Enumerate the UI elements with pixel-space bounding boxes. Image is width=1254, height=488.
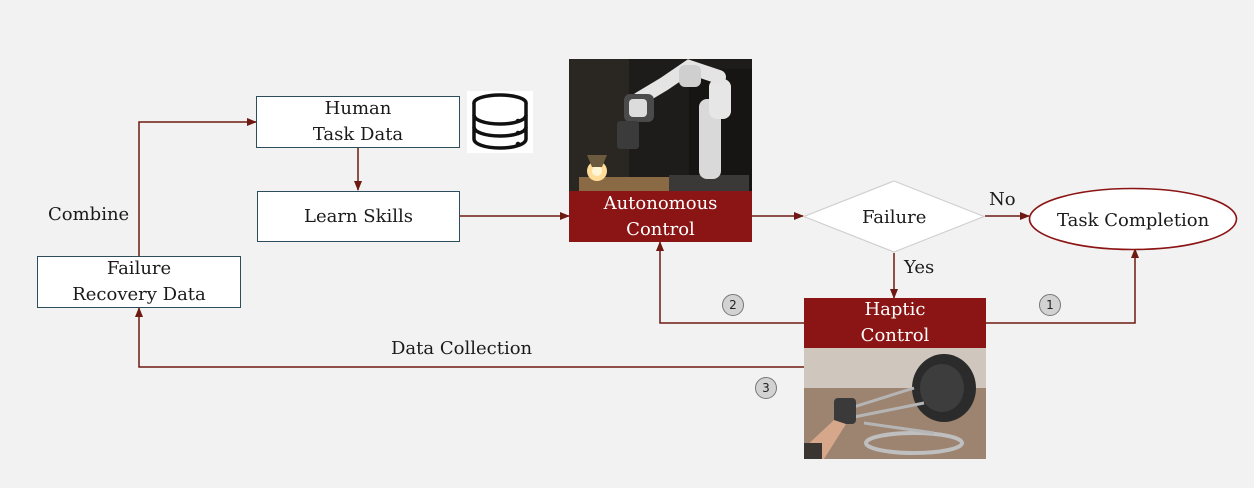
database-icon xyxy=(467,91,533,153)
haptic-control-box: Haptic Control xyxy=(804,298,986,348)
combine-label: Combine xyxy=(48,204,130,225)
task-completion-label: Task Completion xyxy=(1057,210,1210,231)
learn-skills-box: Learn Skills xyxy=(257,191,460,242)
yes-label: Yes xyxy=(904,257,935,278)
step-marker-1: 1 xyxy=(1039,294,1061,316)
arrow-path-2 xyxy=(656,241,804,324)
arrow-path-1 xyxy=(986,248,1139,324)
no-label: No xyxy=(989,189,1016,210)
step-marker-3: 3 xyxy=(755,377,777,399)
failure-decision-diamond xyxy=(803,180,985,253)
autonomous-line2: Control xyxy=(626,218,695,240)
autonomous-control-box: Autonomous Control xyxy=(569,191,752,242)
autonomous-line1: Autonomous xyxy=(603,192,718,214)
failure-decision-label: Failure xyxy=(862,207,927,228)
arrow-combine xyxy=(138,118,257,256)
task-completion-ellipse xyxy=(1028,187,1238,251)
haptic-device-photo xyxy=(804,348,986,459)
human-task-data-line1: Human xyxy=(324,98,392,119)
learn-skills-label: Learn Skills xyxy=(303,205,413,227)
failure-recovery-data-box: Failure Recovery Data xyxy=(37,256,241,308)
robot-arm-photo xyxy=(569,59,752,191)
failure-recovery-line1: Failure xyxy=(106,258,172,279)
step-marker-2: 2 xyxy=(722,294,744,316)
haptic-line1: Haptic xyxy=(864,299,926,320)
haptic-line2: Control xyxy=(860,325,930,346)
failure-recovery-line2: Recovery Data xyxy=(72,284,206,305)
human-task-data-line2: Task Data xyxy=(312,124,404,145)
arrow-path-3 xyxy=(135,307,804,368)
data-collection-label: Data Collection xyxy=(391,338,533,359)
human-task-data-box: Human Task Data xyxy=(256,96,460,148)
